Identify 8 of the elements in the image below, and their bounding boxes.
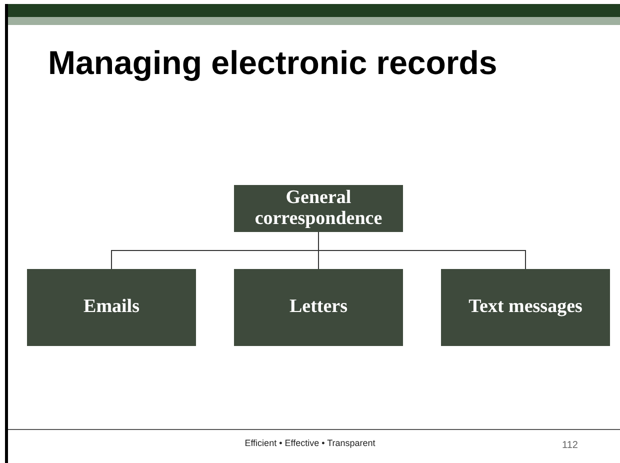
slide-title: Managing electronic records xyxy=(48,44,498,82)
box: Text messages xyxy=(441,269,610,346)
box: Letters xyxy=(234,269,403,346)
connector-line xyxy=(318,232,526,270)
page-number: 112 xyxy=(562,440,578,451)
box: General correspondence xyxy=(234,185,403,232)
footer-text: Efficient • Effective • Transparent xyxy=(244,438,376,448)
box: Emails xyxy=(27,269,196,346)
